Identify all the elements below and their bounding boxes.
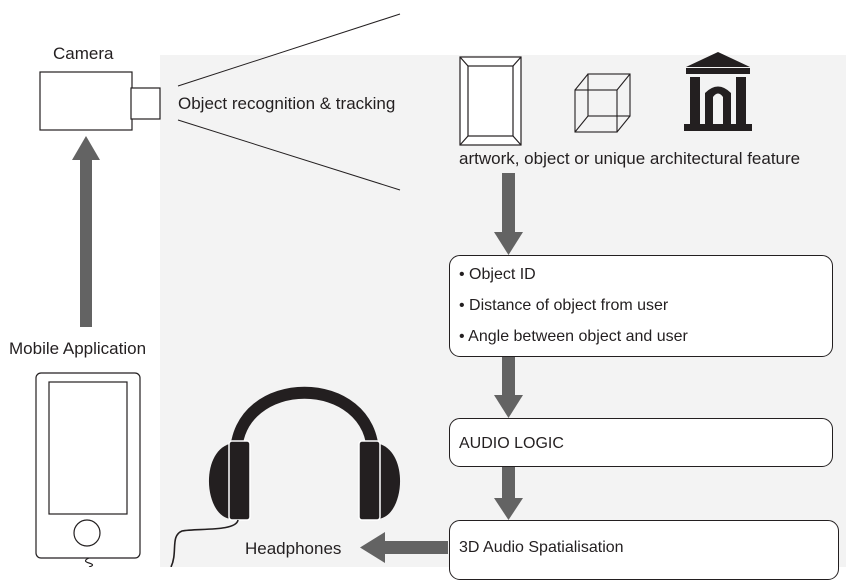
headphones-label: Headphones [245,539,342,558]
targets-label: artwork, object or unique architectural … [459,149,801,168]
arrow-targets-to-info [494,173,523,255]
picture-frame-icon [459,56,522,146]
camera-icon [39,71,161,131]
arrow-info-to-logic [494,357,523,418]
object-id-item: • Object ID [459,266,536,283]
angle-item: • Angle between object and user [459,328,688,345]
view-line-bottom [177,119,401,191]
view-line-top [177,13,401,87]
object-info-box: • Object ID • Distance of object from us… [449,255,833,357]
arrow-spatialisation-to-headphones [360,532,448,563]
museum-building-icon [684,52,752,131]
arrow-logic-to-spatialisation [494,467,523,520]
camera-label: Camera [53,44,114,63]
mobile-application-label: Mobile Application [9,339,147,358]
spatialisation-box: 3D Audio Spatialisation [449,520,839,580]
recognition-label: Object recognition & tracking [178,94,396,113]
distance-item: • Distance of object from user [459,297,669,314]
audio-logic-box: AUDIO LOGIC [449,418,833,467]
spatialisation-label: 3D Audio Spatialisation [459,539,624,556]
audio-logic-label: AUDIO LOGIC [459,435,564,452]
cube-icon [574,73,631,133]
headphones-icon [170,386,401,567]
smartphone-icon [35,372,141,567]
arrow-phone-to-camera [72,136,100,327]
